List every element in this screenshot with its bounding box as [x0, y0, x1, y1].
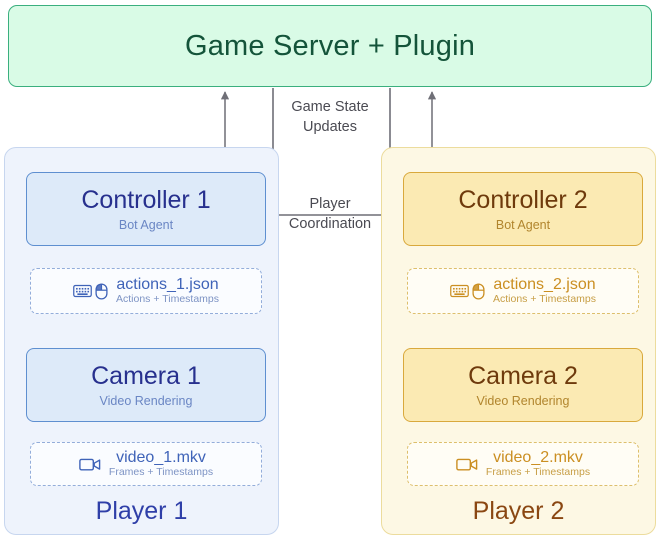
camera-2-node[interactable]: Camera 2 Video Rendering	[403, 348, 643, 422]
actions-2-artifact[interactable]: actions_2.json Actions + Timestamps	[407, 268, 639, 314]
player-1-footer-label: Player 1	[95, 497, 188, 525]
player-panel-1: Controller 1 Bot Agent	[4, 147, 279, 535]
game-server-node[interactable]: Game Server + Plugin	[8, 5, 652, 87]
video-1-icon-group	[79, 457, 101, 472]
video-camera-icon	[456, 458, 478, 470]
game-server-title: Game Server + Plugin	[184, 29, 476, 62]
label-player-coordination: Player Coordination	[288, 196, 372, 232]
actions-1-icon-group	[73, 282, 108, 300]
mouse-icon	[472, 282, 485, 300]
video-2-artifact[interactable]: video_2.mkv Frames + Timestamps	[407, 442, 639, 486]
actions-2-meta: Actions + Timestamps	[493, 293, 596, 306]
video-1-meta: Frames + Timestamps	[108, 466, 214, 479]
actions-2-icon-group	[450, 282, 485, 300]
actions-2-filename: actions_2.json	[493, 276, 596, 294]
camera-1-subtitle: Video Rendering	[99, 393, 193, 408]
video-1-artifact[interactable]: video_1.mkv Frames + Timestamps	[30, 442, 262, 486]
controller-2-node[interactable]: Controller 2 Bot Agent	[403, 172, 643, 246]
camera-1-title: Camera 1	[91, 361, 201, 390]
controller-2-title: Controller 2	[458, 185, 588, 214]
video-camera-icon	[79, 458, 101, 470]
controller-1-title: Controller 1	[81, 185, 211, 214]
controller-1-subtitle: Bot Agent	[118, 217, 174, 232]
actions-1-text: actions_1.json Actions + Timestamps	[116, 276, 219, 306]
player-panel-2: Controller 2 Bot Agent	[381, 147, 656, 535]
actions-1-filename: actions_1.json	[116, 276, 219, 294]
video-2-filename: video_2.mkv	[493, 449, 583, 467]
camera-2-subtitle: Video Rendering	[476, 393, 570, 408]
actions-1-artifact[interactable]: actions_1.json Actions + Timestamps	[30, 268, 262, 314]
controller-1-node[interactable]: Controller 1 Bot Agent	[26, 172, 266, 246]
player-2-footer-label: Player 2	[472, 497, 565, 525]
camera-2-title: Camera 2	[468, 361, 578, 390]
actions-1-meta: Actions + Timestamps	[116, 293, 219, 306]
video-1-text: video_1.mkv Frames + Timestamps	[109, 449, 213, 479]
keyboard-icon	[450, 284, 469, 298]
camera-1-node[interactable]: Camera 1 Video Rendering	[26, 348, 266, 422]
mouse-icon	[95, 282, 108, 300]
controller-2-subtitle: Bot Agent	[495, 217, 551, 232]
video-1-filename: video_1.mkv	[116, 449, 206, 467]
video-2-icon-group	[456, 457, 478, 472]
actions-2-text: actions_2.json Actions + Timestamps	[493, 276, 596, 306]
label-game-state-updates: Game State Updates	[291, 99, 369, 135]
video-2-meta: Frames + Timestamps	[485, 466, 591, 479]
video-2-text: video_2.mkv Frames + Timestamps	[486, 449, 590, 479]
keyboard-icon	[73, 284, 92, 298]
